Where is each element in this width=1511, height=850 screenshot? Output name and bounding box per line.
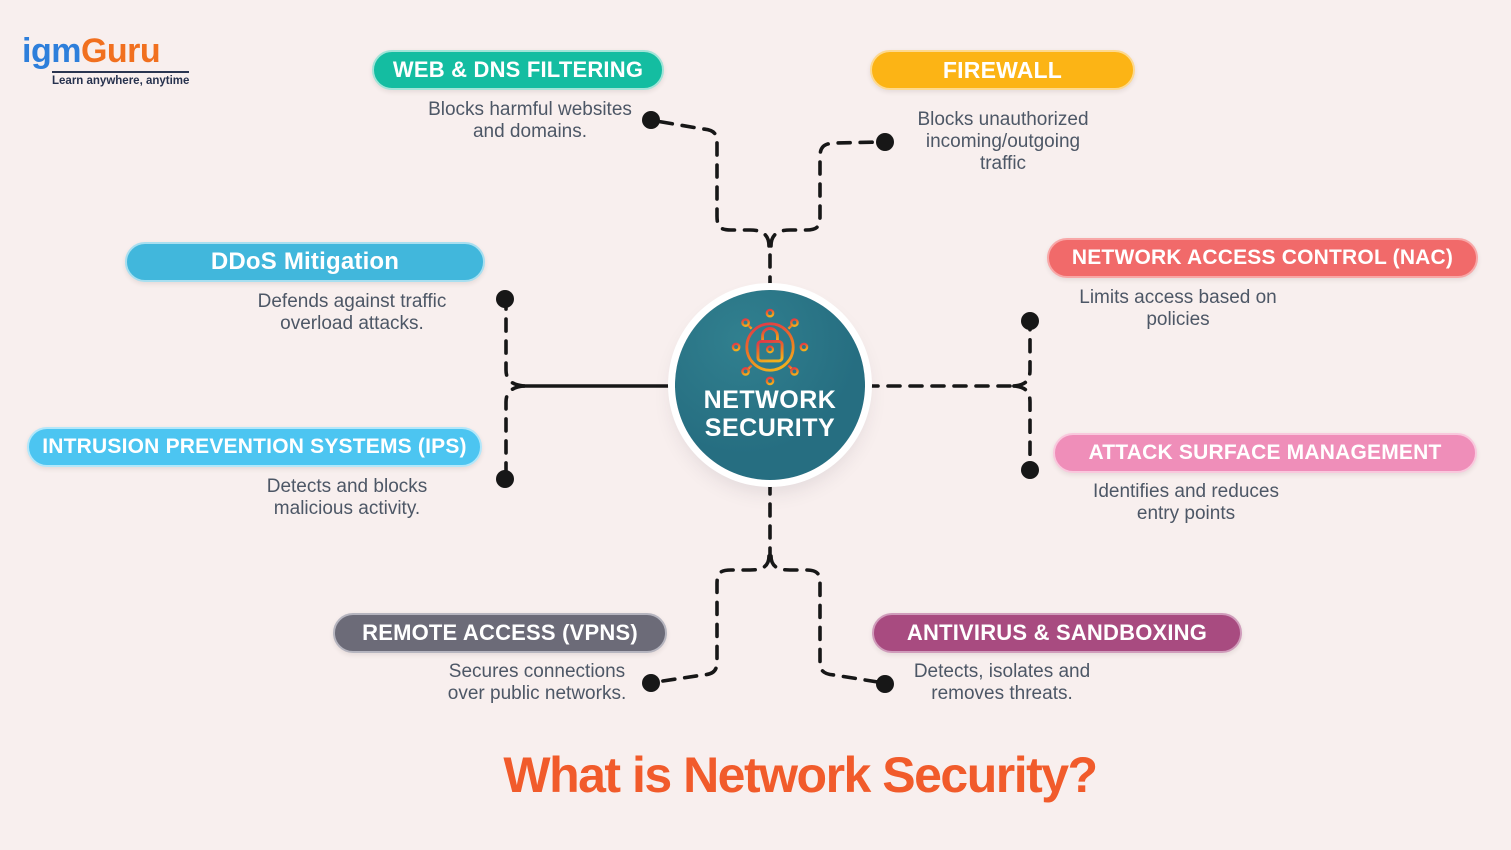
connector-dot (496, 290, 514, 308)
branch-pill-firewall: FIREWALL (870, 50, 1135, 90)
center-label-line1: NETWORK (703, 386, 837, 414)
logo-part-guru: Guru (80, 32, 161, 70)
brand-logo-text: igmGuru (22, 34, 189, 68)
branch-pill-remote-access-vpns: REMOTE ACCESS (VPNS) (333, 613, 667, 653)
center-node: NETWORK SECURITY (675, 290, 865, 480)
branch-desc-firewall: Blocks unauthorized incoming/outgoing tr… (917, 109, 1089, 174)
branch-pill-intrusion-prevention-systems: INTRUSION PREVENTION SYSTEMS (IPS) (27, 427, 482, 467)
connector-dot (876, 133, 894, 151)
connector-dot (642, 111, 660, 129)
branch-pill-antivirus-sandboxing: ANTIVIRUS & SANDBOXING (872, 613, 1242, 653)
page-title: What is Network Security? (503, 747, 1098, 803)
branch-pill-web-dns-filtering: WEB & DNS FILTERING (372, 50, 664, 90)
branch-desc-network-access-control: Limits access based on policies (1079, 287, 1277, 330)
center-label-line2: SECURITY (704, 414, 836, 442)
right-connector (864, 312, 1039, 479)
top-connector (642, 111, 894, 291)
logo-part-igm: igm (22, 32, 81, 70)
brand-logo: igmGuru Learn anywhere, anytime (22, 34, 190, 88)
connector-dot (1021, 312, 1039, 330)
branch-desc-intrusion-prevention-systems: Detects and blocks malicious activity. (266, 476, 428, 519)
branch-pill-ddos-mitigation: DDoS Mitigation (125, 242, 485, 282)
brand-tagline: Learn anywhere, anytime (52, 71, 190, 88)
center-label: NETWORK SECURITY (704, 386, 837, 442)
connector-dot (1021, 461, 1039, 479)
branch-pill-network-access-control: NETWORK ACCESS CONTROL (NAC) (1047, 238, 1478, 278)
branch-desc-antivirus-sandboxing: Detects, isolates and removes threats. (913, 661, 1091, 704)
branch-desc-attack-surface-management: Identifies and reduces entry points (1093, 481, 1279, 524)
branch-desc-web-dns-filtering: Blocks harmful websites and domains. (428, 99, 632, 142)
connector-dot (642, 674, 660, 692)
branch-desc-ddos-mitigation: Defends against traffic overload attacks… (257, 291, 447, 334)
branch-pill-attack-surface-management: ATTACK SURFACE MANAGEMENT (1053, 433, 1477, 473)
connector-dot (876, 675, 894, 693)
bottom-connector (642, 480, 894, 693)
left-connector (496, 290, 680, 488)
branch-desc-remote-access-vpns: Secures connections over public networks… (447, 661, 627, 704)
network-lock-icon (731, 308, 809, 386)
connector-dot (496, 470, 514, 488)
